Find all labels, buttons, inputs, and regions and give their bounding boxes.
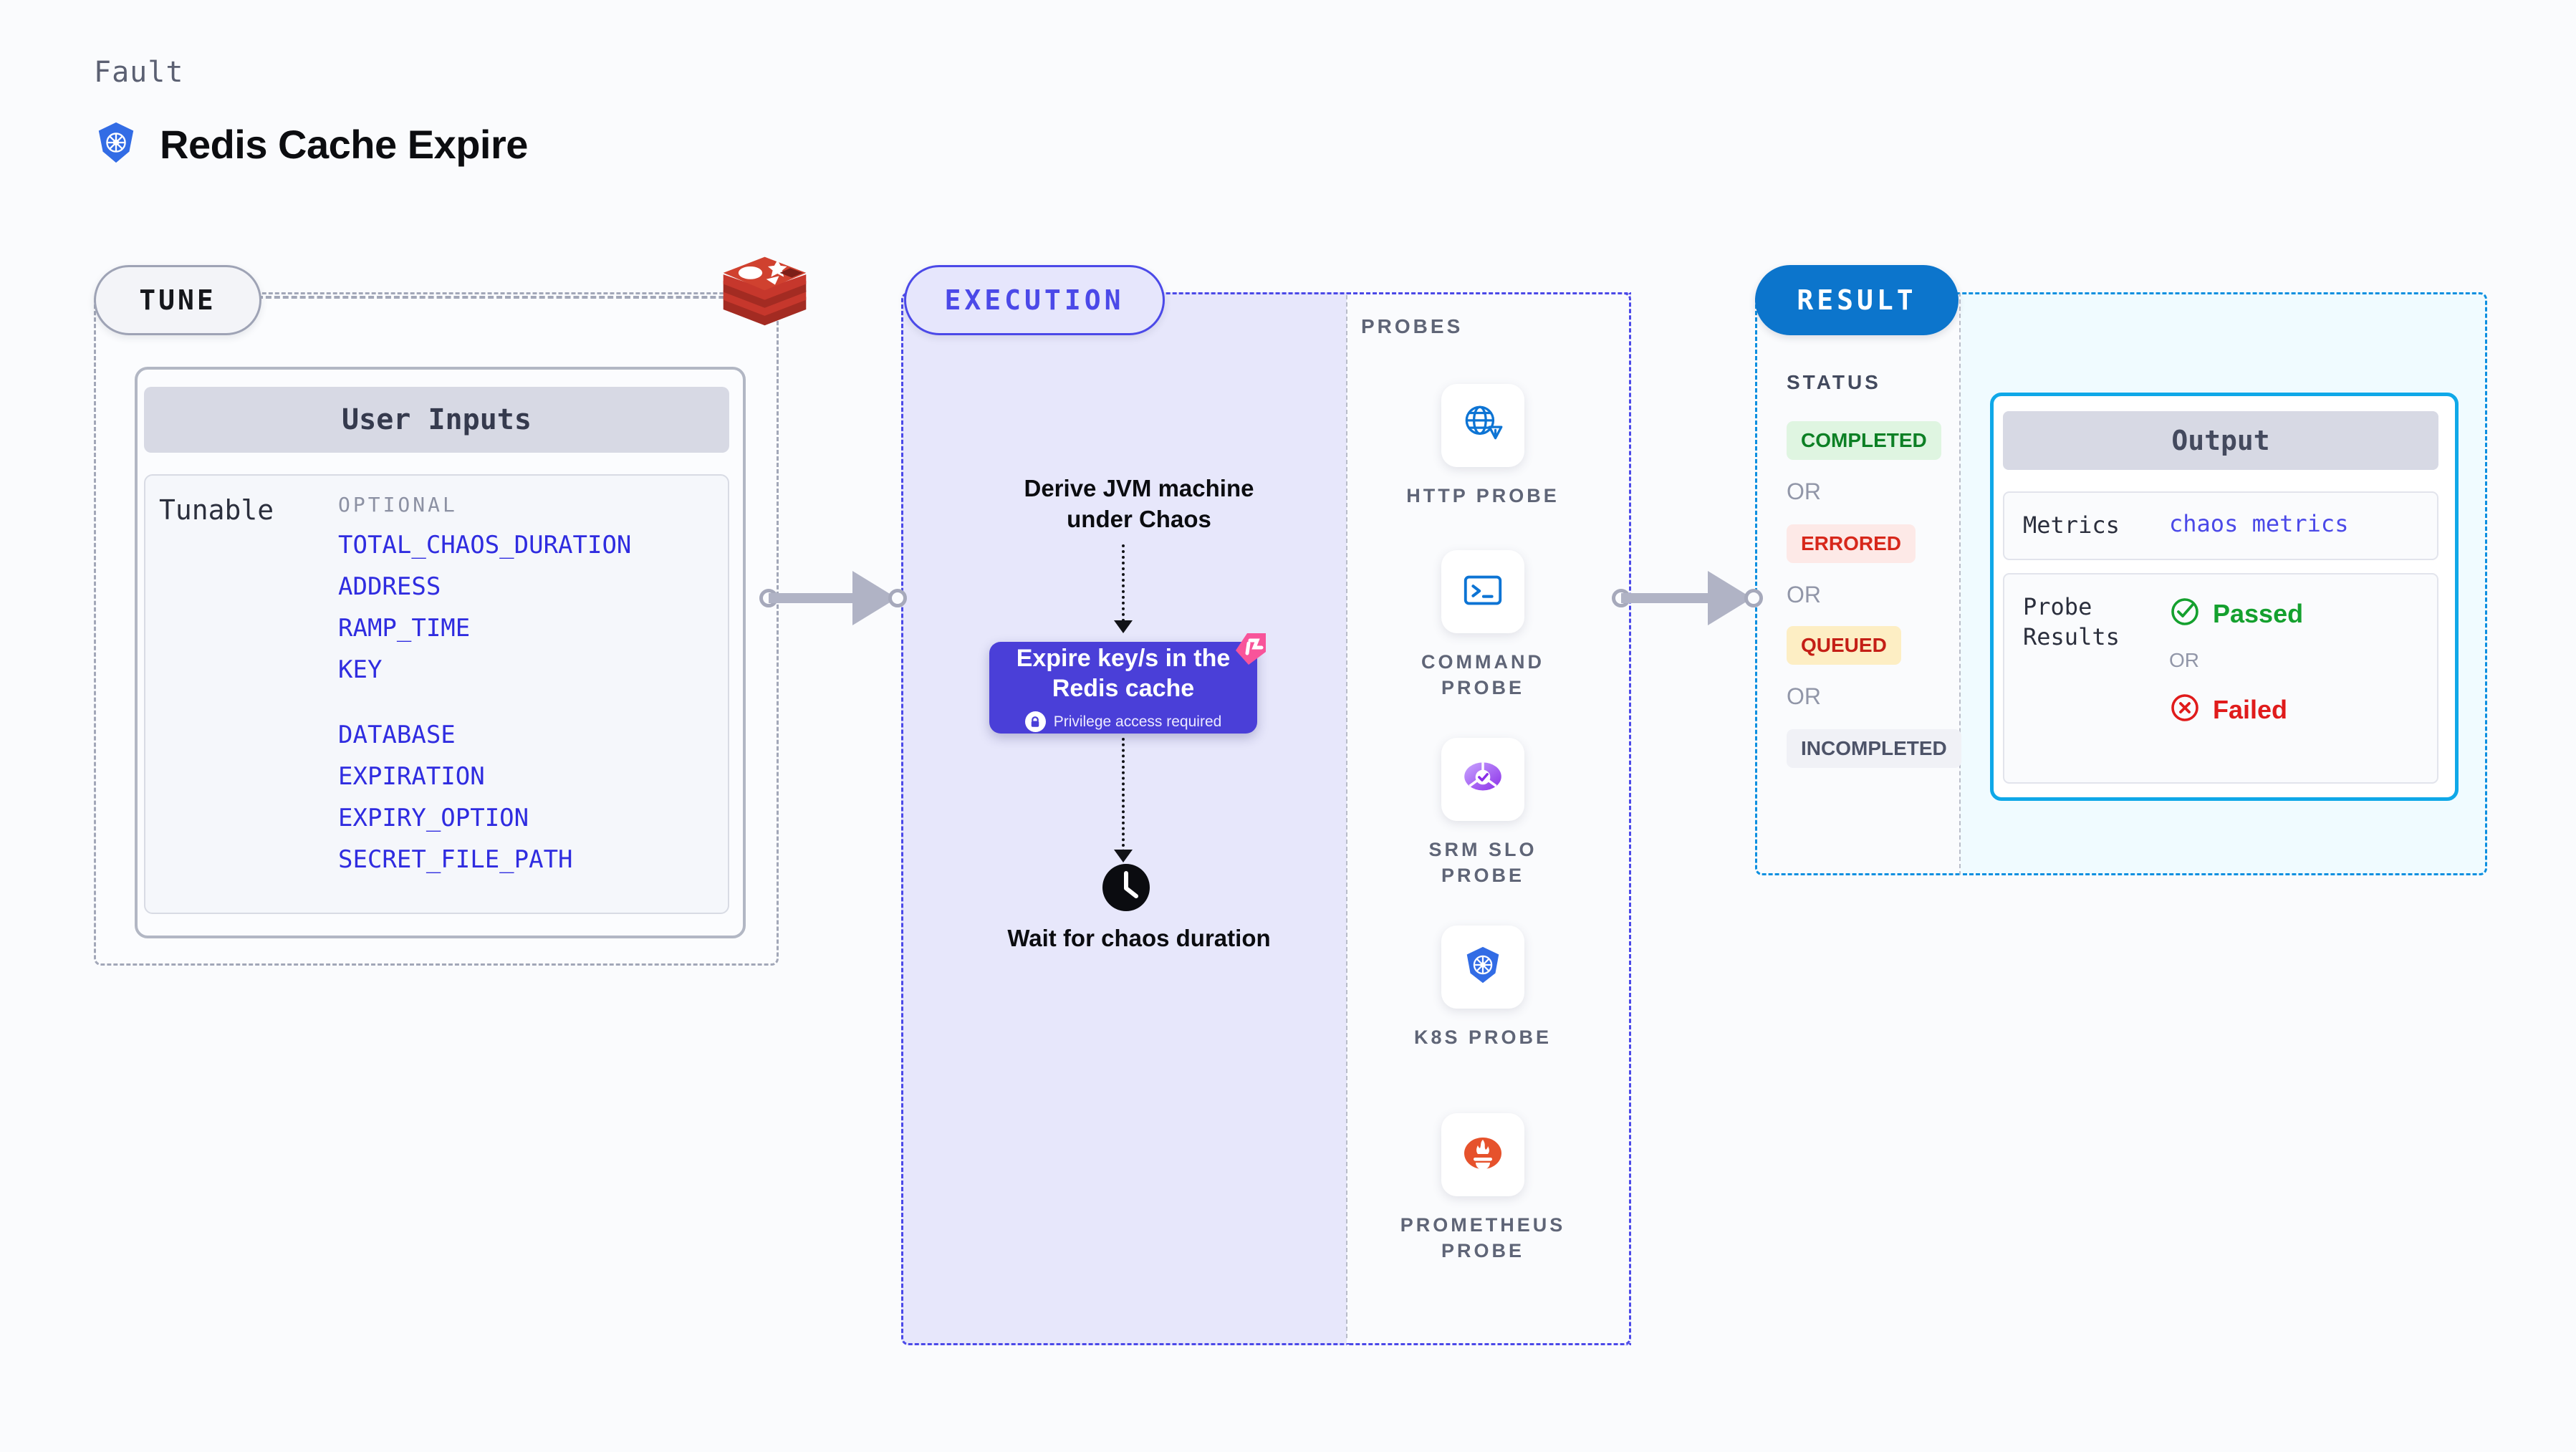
probe-tile — [1441, 384, 1524, 467]
tunable-param[interactable]: TOTAL_CHAOS_DURATION — [338, 531, 632, 559]
connector-end-dot — [888, 589, 907, 607]
chaos-action-title: Expire key/s in the Redis cache — [1016, 645, 1231, 702]
status-badge-errored: ERRORED — [1787, 524, 1916, 563]
execution-step-2-label: Wait for chaos duration — [1007, 925, 1271, 951]
tune-pill[interactable]: TUNE — [94, 265, 261, 335]
connector-tune-execution — [759, 569, 907, 627]
user-inputs-header: User Inputs — [144, 387, 729, 453]
probe-result-passed: Passed — [2169, 596, 2303, 631]
result-pill[interactable]: RESULT — [1755, 265, 1959, 335]
execution-step-1-label: Derive JVM machine under Chaos — [1024, 475, 1254, 532]
tunable-param[interactable]: EXPIRATION — [338, 762, 485, 791]
probe-label: COMMAND PROBE — [1421, 651, 1544, 698]
lock-icon — [1024, 711, 1046, 732]
probe-label: HTTP PROBE — [1406, 485, 1559, 506]
execution-pill[interactable]: EXECUTION — [904, 265, 1165, 335]
flow-arrow-1 — [1114, 620, 1133, 633]
probe-tile — [1441, 550, 1524, 633]
metrics-label: Metrics — [2023, 511, 2120, 539]
user-inputs-body — [144, 474, 729, 914]
privilege-note-text: Privilege access required — [1053, 713, 1222, 730]
output-or-label: OR — [2169, 649, 2199, 671]
terminal-icon — [1461, 568, 1505, 616]
probe-srm-slo[interactable]: SRM SLO PROBE — [1386, 738, 1580, 888]
privilege-note: Privilege access required — [1024, 711, 1222, 732]
status-badge-completed: COMPLETED — [1787, 421, 1941, 460]
probe-label: K8S PROBE — [1413, 1027, 1552, 1048]
tunable-param[interactable]: SECRET_FILE_PATH — [338, 845, 573, 874]
redis-logo — [716, 252, 813, 338]
check-circle-icon — [2169, 596, 2201, 631]
output-probe-results-row — [2003, 573, 2438, 784]
globe-warning-icon — [1459, 400, 1506, 451]
probe-label: PROMETHEUS PROBE — [1400, 1214, 1566, 1261]
probe-tile — [1441, 738, 1524, 821]
probe-tile — [1441, 925, 1524, 1009]
page-title-row: Redis Cache Expire — [94, 120, 528, 168]
prometheus-torch-icon — [1460, 1130, 1506, 1180]
kubernetes-helm-icon — [94, 120, 138, 168]
output-metrics-row — [2003, 491, 2438, 560]
kubernetes-helm-icon — [1461, 943, 1505, 991]
probes-divider — [1346, 295, 1347, 1338]
probe-k8s[interactable]: K8S PROBE — [1386, 925, 1580, 1050]
probe-tile — [1441, 1113, 1524, 1196]
probe-results-label: Probe Results — [2023, 593, 2120, 650]
status-title: STATUS — [1787, 371, 1881, 393]
failed-label: Failed — [2213, 694, 2288, 724]
status-badge-queued: QUEUED — [1787, 626, 1901, 665]
slo-donut-check-icon — [1459, 754, 1506, 805]
or-label: OR — [1787, 582, 1821, 607]
flow-arrow-2 — [1114, 850, 1133, 862]
flow-connector-2 — [1122, 738, 1125, 852]
tunable-row-label: Tunable — [159, 494, 274, 526]
or-label: OR — [1787, 683, 1821, 709]
optional-group-label: OPTIONAL — [338, 493, 458, 516]
probe-label: SRM SLO PROBE — [1428, 839, 1537, 886]
status-subregion — [1755, 292, 1961, 875]
clock-icon — [1100, 862, 1152, 913]
probes-title: PROBES — [1361, 315, 1464, 337]
probe-prometheus[interactable]: PROMETHEUS PROBE — [1386, 1113, 1580, 1264]
tunable-param[interactable]: ADDRESS — [338, 572, 441, 601]
tunable-param[interactable]: EXPIRY_OPTION — [338, 804, 529, 832]
fault-kicker: Fault — [94, 56, 184, 89]
probe-result-failed: Failed — [2169, 692, 2287, 727]
or-label: OR — [1787, 479, 1821, 504]
flow-connector-1 — [1122, 544, 1125, 622]
x-circle-icon — [2169, 692, 2201, 727]
probe-command[interactable]: COMMAND PROBE — [1386, 550, 1580, 701]
connector-end-dot — [1744, 589, 1763, 607]
probe-http[interactable]: HTTP PROBE — [1386, 384, 1580, 509]
chaos-ribbon-icon — [1221, 626, 1273, 678]
passed-label: Passed — [2213, 598, 2304, 628]
page-title: Redis Cache Expire — [160, 122, 528, 167]
connector-execution-result — [1612, 569, 1769, 627]
tune-leader-line — [257, 296, 759, 299]
connector-line — [1621, 593, 1719, 603]
connector-line — [769, 593, 863, 603]
chaos-action-card[interactable]: Expire key/s in the Redis cache Privileg… — [989, 642, 1257, 734]
tunable-param[interactable]: RAMP_TIME — [338, 614, 471, 643]
output-header: Output — [2003, 411, 2438, 470]
tunable-param[interactable]: DATABASE — [338, 721, 456, 749]
metrics-value[interactable]: chaos metrics — [2169, 510, 2349, 537]
status-badge-incompleted: INCOMPLETED — [1787, 729, 1961, 768]
tunable-parameter-list: TOTAL_CHAOS_DURATION ADDRESS RAMP_TIME KEY D… — [338, 524, 711, 880]
tunable-param[interactable]: KEY — [338, 655, 383, 684]
